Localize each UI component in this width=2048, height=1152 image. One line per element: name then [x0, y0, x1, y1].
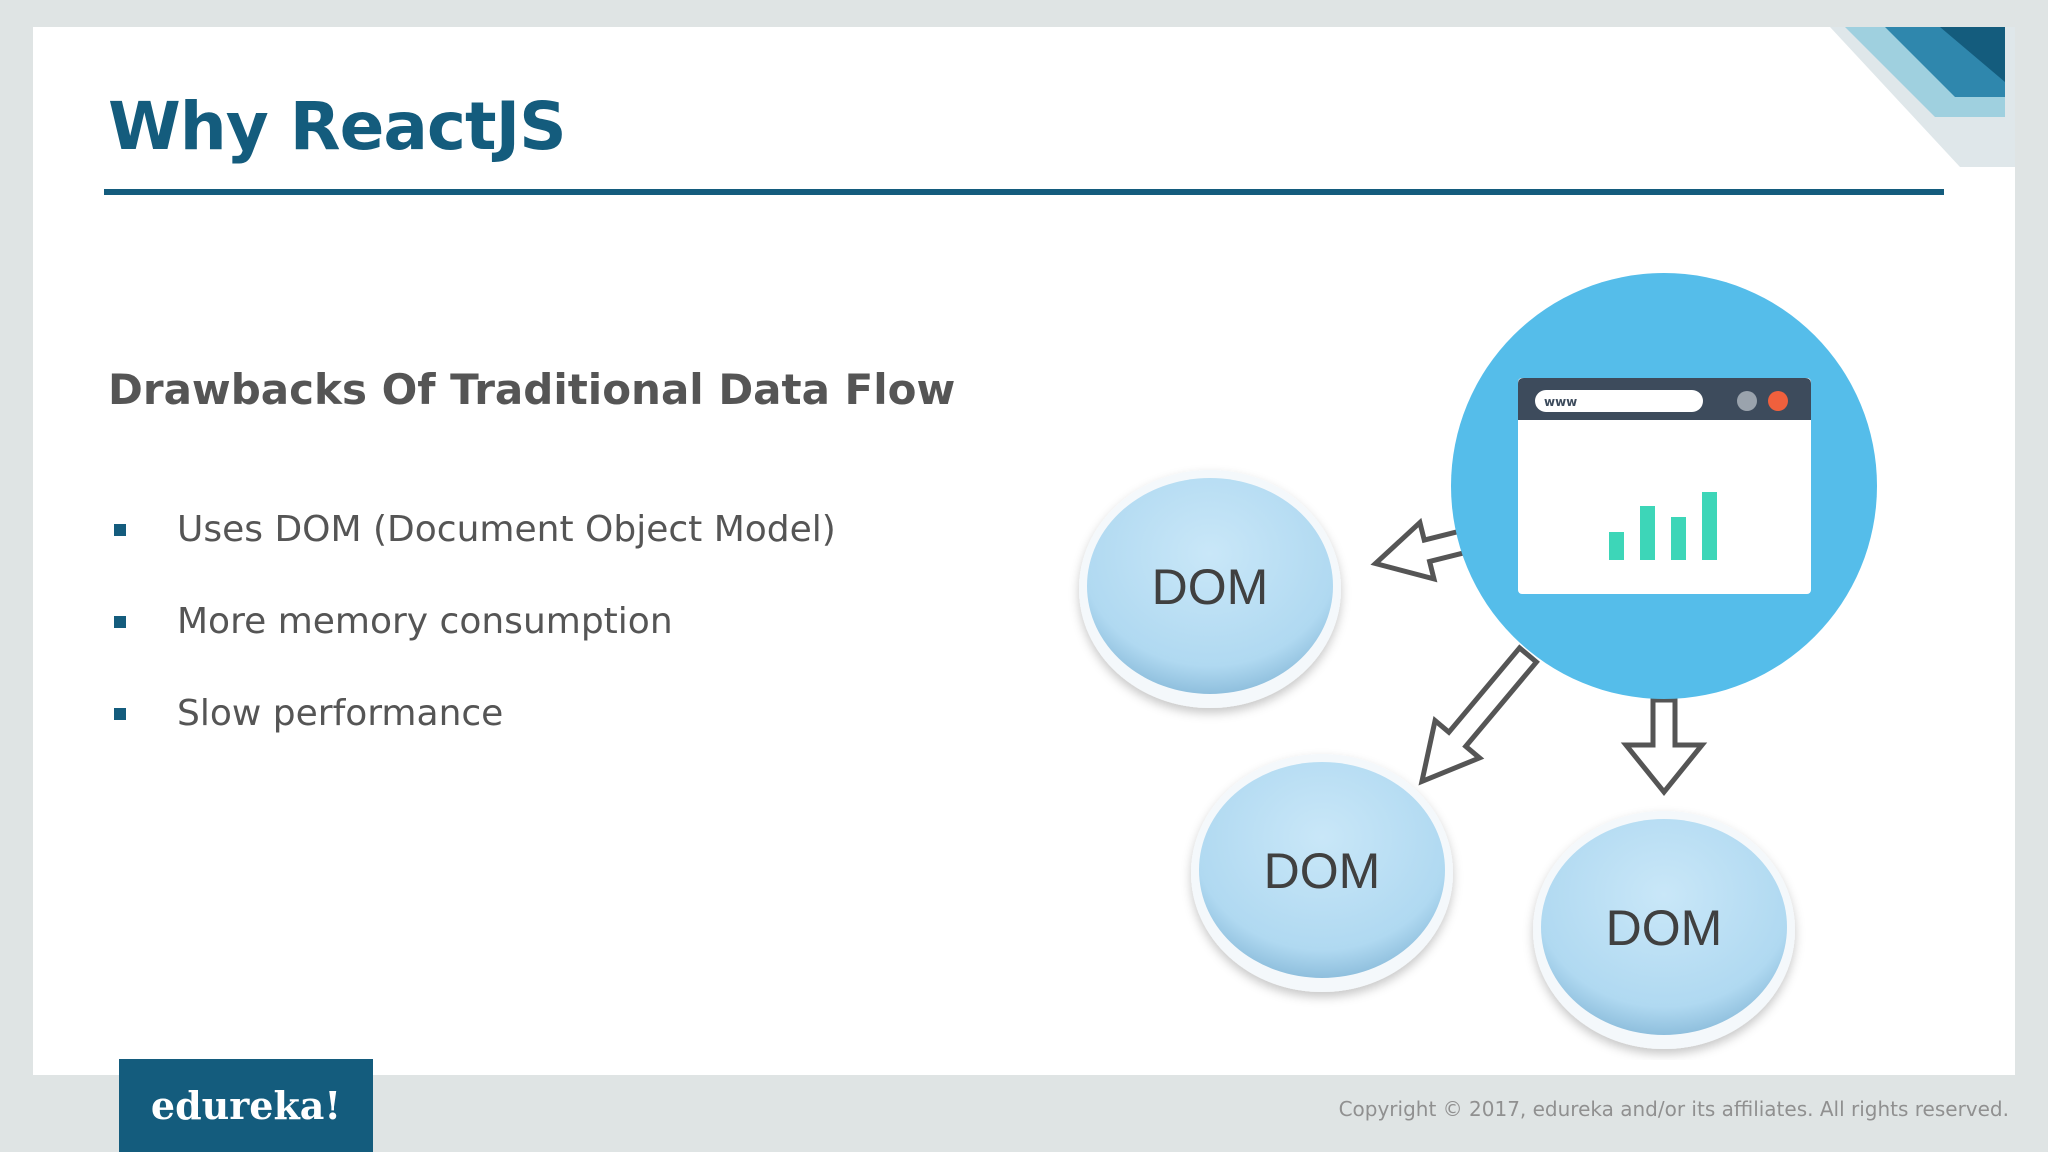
- section-heading: Drawbacks Of Traditional Data Flow: [108, 365, 956, 414]
- bar-chart-icon: [1609, 492, 1717, 560]
- dom-node: DOM: [1079, 470, 1341, 708]
- browser-url-text: www: [1544, 395, 1577, 409]
- page-title: Why ReactJS: [108, 88, 567, 165]
- dom-node-label: DOM: [1264, 843, 1381, 899]
- square-bullet-icon: [114, 708, 126, 720]
- list-item-text: Uses DOM (Document Object Model): [177, 509, 836, 550]
- logo-text: edureka!: [150, 1083, 342, 1128]
- dom-flow-diagram: www DOM DOM DOM: [1079, 273, 1877, 1049]
- edureka-logo: edureka!: [119, 1059, 373, 1152]
- arrow-down-icon: [1620, 697, 1708, 796]
- corner-decoration: [1830, 27, 2015, 167]
- dom-node-label: DOM: [1152, 559, 1269, 615]
- copyright-text: Copyright © 2017, edureka and/or its aff…: [1338, 1097, 2009, 1121]
- arrow-down-left-icon: [1418, 644, 1540, 786]
- dom-node: DOM: [1533, 811, 1795, 1049]
- dom-node: DOM: [1191, 754, 1453, 992]
- square-bullet-icon: [114, 616, 126, 628]
- list-item-text: Slow performance: [177, 693, 504, 734]
- browser-window-icon: www: [1518, 378, 1811, 594]
- dom-node-label: DOM: [1606, 900, 1723, 956]
- browser-hub: www: [1451, 273, 1877, 699]
- square-bullet-icon: [114, 524, 126, 536]
- list-item-text: More memory consumption: [177, 601, 673, 642]
- title-underline: [104, 189, 1944, 195]
